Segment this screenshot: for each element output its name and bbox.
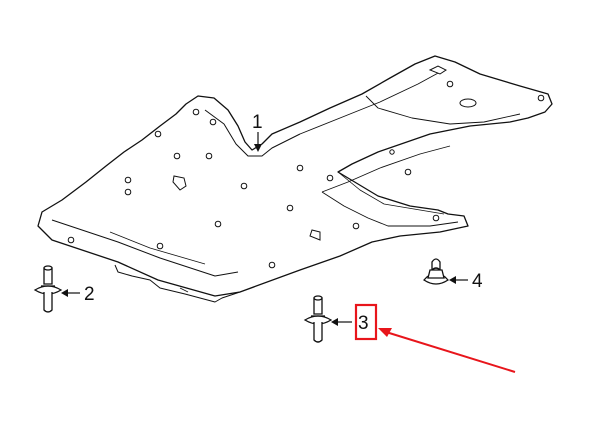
callout-2-label: 2 <box>84 284 95 305</box>
callout-3: 3 <box>331 313 369 334</box>
callout-1: 1 <box>252 112 263 152</box>
fastener-clip-part-4 <box>423 258 449 285</box>
callout-4: 4 <box>449 271 483 292</box>
highlight-arrow-line <box>385 331 516 373</box>
highlight-arrowhead <box>378 328 392 337</box>
highlight-box <box>354 303 378 341</box>
callout-3-label: 3 <box>358 313 369 334</box>
callout-2: 2 <box>61 284 95 305</box>
plate-bosses <box>172 65 477 241</box>
callout-4-label: 4 <box>472 271 483 292</box>
plate-holes <box>67 80 545 269</box>
callout-1-label: 1 <box>252 112 263 133</box>
fastener-pin-part-3 <box>303 295 333 343</box>
fastener-pin-part-2 <box>33 265 63 313</box>
highlight-annotation <box>354 303 516 373</box>
splash-shield-plate <box>37 55 553 303</box>
